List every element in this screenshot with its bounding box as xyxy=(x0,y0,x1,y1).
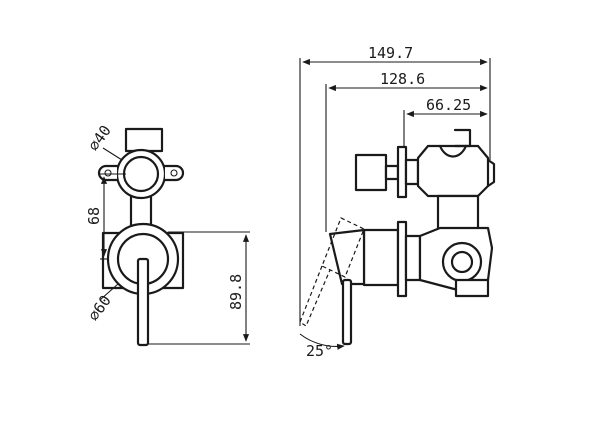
dia60-leader xyxy=(99,283,119,301)
dim-lower-depth: 66.25 xyxy=(426,96,471,114)
dim-center-spacing: 68 xyxy=(85,207,103,225)
upper-inlet xyxy=(453,128,472,148)
diverter-stem xyxy=(384,164,400,181)
front-view: ⌀40 ⌀60 68 89.8 xyxy=(85,122,250,347)
dim-handle-angle: 25° xyxy=(306,342,333,360)
upper-valve-cap xyxy=(486,158,496,188)
diverter-collar xyxy=(404,158,420,186)
upper-valve-curve xyxy=(438,144,468,158)
mixer-plate xyxy=(396,220,408,298)
dim-top-diameter: ⌀40 xyxy=(85,122,115,155)
handle-rotated-housing xyxy=(321,217,365,278)
right-ear-hole xyxy=(170,169,178,177)
diverter-knob-side xyxy=(354,153,388,192)
lower-outlet-ring xyxy=(441,241,483,283)
left-ear xyxy=(97,164,119,182)
upper-valve-body xyxy=(416,144,490,198)
mixer-collar xyxy=(404,234,422,282)
dim-body-depth: 128.6 xyxy=(380,70,425,88)
right-ear xyxy=(163,164,185,182)
lower-outlet xyxy=(450,250,474,274)
dim-vertical-height: 89.8 xyxy=(227,274,245,310)
diverter-plate xyxy=(396,145,408,199)
dim-bottom-diameter: ⌀60 xyxy=(85,292,115,325)
riser-body xyxy=(436,194,480,234)
dia40-leader xyxy=(102,147,123,161)
angle-arc xyxy=(299,333,345,350)
lower-outlet-foot xyxy=(454,278,490,298)
handle-rotated-lever xyxy=(299,265,331,327)
lever-housing xyxy=(328,228,366,286)
top-mount-tab xyxy=(124,127,164,153)
left-ear-hole xyxy=(104,169,112,177)
lever-side xyxy=(341,278,353,346)
mixer-lever xyxy=(136,257,150,347)
mixer-body-side xyxy=(362,228,400,287)
side-view: 149.7 128.6 66.25 25° xyxy=(299,44,496,360)
dim-overall-depth: 149.7 xyxy=(368,44,413,62)
